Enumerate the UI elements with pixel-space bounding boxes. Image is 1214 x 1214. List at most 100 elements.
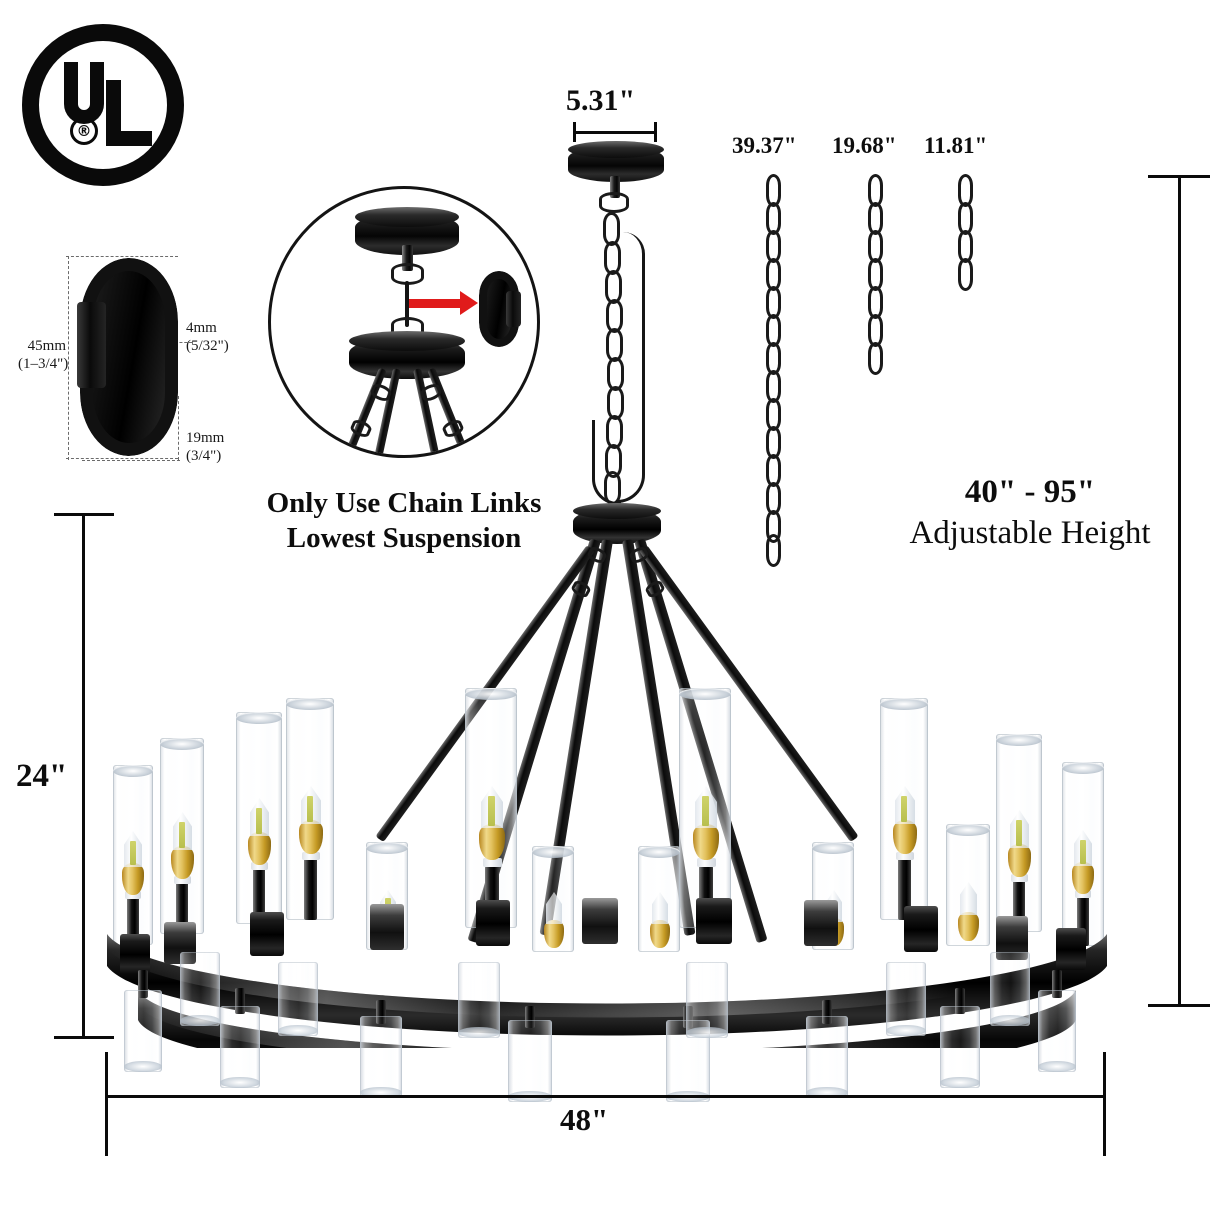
led-filament <box>256 808 262 834</box>
socket-collar <box>896 852 914 860</box>
chain-length-label-3: 11.81" <box>924 133 988 158</box>
socket-stem <box>127 897 139 945</box>
chain-sample-3 <box>954 174 980 294</box>
quicklink-width-sub: (3/4") <box>186 447 222 464</box>
quicklink-guide-left <box>68 256 69 460</box>
chain-length-label-1: 39.37" <box>732 133 797 158</box>
lower-glass-shade <box>990 952 1030 1026</box>
candle-tip <box>546 892 562 924</box>
led-filament <box>702 796 709 826</box>
gold-socket <box>650 920 670 948</box>
ring-band-upper <box>107 934 1107 1036</box>
socket-collar <box>174 876 191 884</box>
right-dimension-line <box>1178 176 1181 1006</box>
socket-mount <box>1056 928 1086 970</box>
lower-stem <box>1052 970 1062 998</box>
adjustable-height-block: 40" - 95" Adjustable Height <box>880 472 1180 555</box>
right-dimension-tick-top <box>1148 175 1210 178</box>
led-filament <box>901 796 907 822</box>
socket-stem <box>898 858 911 920</box>
socket-stem <box>176 882 188 934</box>
inset-caption-line2: Lowest Suspension <box>286 522 522 555</box>
gold-socket <box>248 832 271 865</box>
candle-tip <box>652 892 668 924</box>
quicklink-guide-width <box>82 460 180 461</box>
quicklink-guide-right <box>178 396 179 460</box>
lower-stem <box>955 988 965 1014</box>
inset-hub-top <box>349 331 465 351</box>
quicklink-thickness-sub: (5/32") <box>186 337 229 354</box>
quicklink-guide-top <box>66 256 178 257</box>
registered-trademark-icon: ® <box>70 117 98 145</box>
quicklink-height-value: 45mm <box>27 338 66 354</box>
chain-sample-1 <box>762 174 788 567</box>
socket-mount <box>904 906 938 952</box>
inset-quick-link-sleeve <box>506 291 521 327</box>
lower-stem <box>525 1006 535 1028</box>
height-dimension-tick-top <box>54 513 114 516</box>
canopy-stem <box>610 176 620 198</box>
gold-socket <box>893 820 917 854</box>
quicklink-thickness-value: 4mm <box>186 320 217 336</box>
gold-socket <box>958 912 979 941</box>
quicklink-height-label: 45mm (1–3/4") <box>18 338 69 373</box>
quick-link-body <box>77 258 178 456</box>
gold-socket <box>1072 862 1094 894</box>
led-filament <box>307 796 313 822</box>
height-dimension-tick-bottom <box>54 1036 114 1039</box>
lower-glass-shade <box>458 962 500 1038</box>
quicklink-width-label: 19mm (3/4") <box>186 430 224 465</box>
candle-tip <box>960 882 977 915</box>
quicklink-thickness-label: 4mm (5/32") <box>186 320 229 355</box>
ul-letter-l <box>106 80 152 146</box>
socket-stem <box>253 868 265 924</box>
socket-mount <box>370 904 404 950</box>
socket-mount <box>250 912 284 956</box>
quicklink-guide-bottom <box>66 458 178 459</box>
led-filament <box>1080 840 1086 864</box>
led-filament <box>130 841 136 865</box>
ul-certification-mark: ® <box>22 24 184 186</box>
gold-socket <box>1008 844 1031 877</box>
inset-quick-link <box>479 271 521 347</box>
ceiling-canopy-top <box>568 141 664 158</box>
lower-glass-shade <box>124 990 162 1072</box>
socket-collar <box>697 858 716 867</box>
socket-stem <box>304 858 317 920</box>
lower-glass-shade <box>806 1016 848 1098</box>
lower-glass-shade <box>278 962 318 1036</box>
socket-mount <box>582 898 618 944</box>
socket-mount <box>696 898 732 944</box>
lower-stem <box>376 1000 386 1024</box>
lower-glass-shade <box>1038 990 1076 1072</box>
height-label: 24" <box>16 758 68 794</box>
gold-socket <box>544 920 564 948</box>
center-hub-top <box>573 503 661 519</box>
lower-glass-shade <box>360 1016 402 1098</box>
gold-socket <box>171 846 194 879</box>
chain-link-inset-circle <box>268 186 540 458</box>
socket-collar <box>1075 890 1091 898</box>
socket-mount <box>476 900 510 946</box>
inset-canopy-stem <box>402 245 413 271</box>
inset-caption-line1: Only Use Chain Links <box>266 487 542 519</box>
right-dimension-tick-bottom <box>1148 1004 1210 1007</box>
gold-socket <box>122 863 144 895</box>
ring-band-upper-highlight <box>107 934 1107 1018</box>
width-label: 48" <box>560 1102 609 1137</box>
lower-glass-shade <box>220 1006 260 1088</box>
quick-link-diagram: 45mm (1–3/4") 4mm (5/32") 19mm (3/4") <box>18 246 248 478</box>
quicklink-height-sub: (1–3/4") <box>18 355 69 372</box>
canopy-loop <box>599 192 629 213</box>
lower-stem <box>235 988 245 1014</box>
lower-glass-shade <box>686 962 728 1038</box>
height-dimension-line <box>82 514 85 1038</box>
lower-stem <box>822 1000 832 1024</box>
inset-canopy-top <box>355 207 459 227</box>
red-arrow-icon <box>409 291 478 315</box>
led-filament <box>179 822 185 848</box>
lower-glass-shade <box>508 1020 552 1102</box>
canopy-dimension-tick-right <box>654 122 657 142</box>
socket-collar <box>483 858 502 867</box>
